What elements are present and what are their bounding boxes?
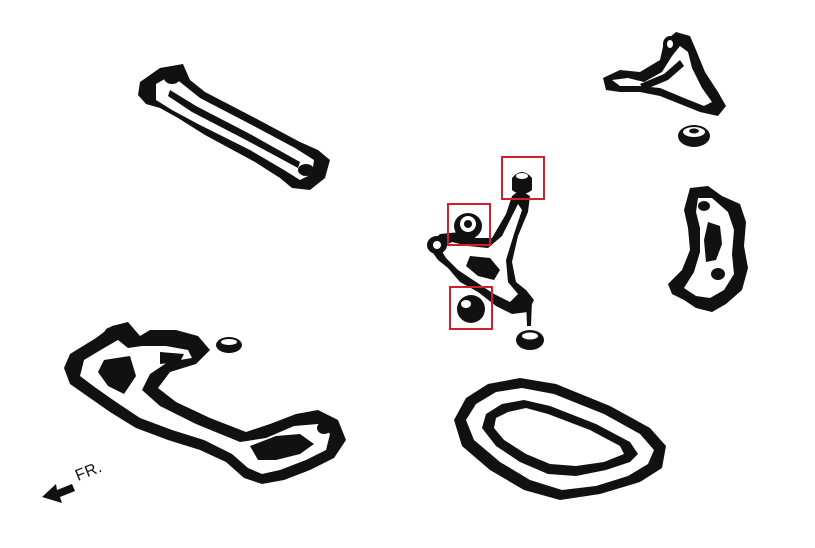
highlight-lower-bushing [449,286,493,330]
ball-joint-boot [516,300,544,350]
highlight-upper-rear-bushing [501,156,545,200]
lower-bushing [457,295,485,323]
upper-front-bushing [454,213,482,239]
upper-rear-bushing [512,172,532,194]
lower-control-arm [427,190,534,314]
front-direction-arrow-icon [42,484,75,503]
upper-arm-bushing [678,125,710,147]
rear-tie-bar [138,64,330,190]
subframe-bushing [216,337,242,353]
steering-knuckle [668,186,748,312]
stiffener-plate [454,378,666,500]
highlight-boxes [447,156,545,330]
highlight-upper-front-bushing [447,203,491,246]
front-subframe [64,322,346,484]
upper-control-arm [603,32,726,116]
